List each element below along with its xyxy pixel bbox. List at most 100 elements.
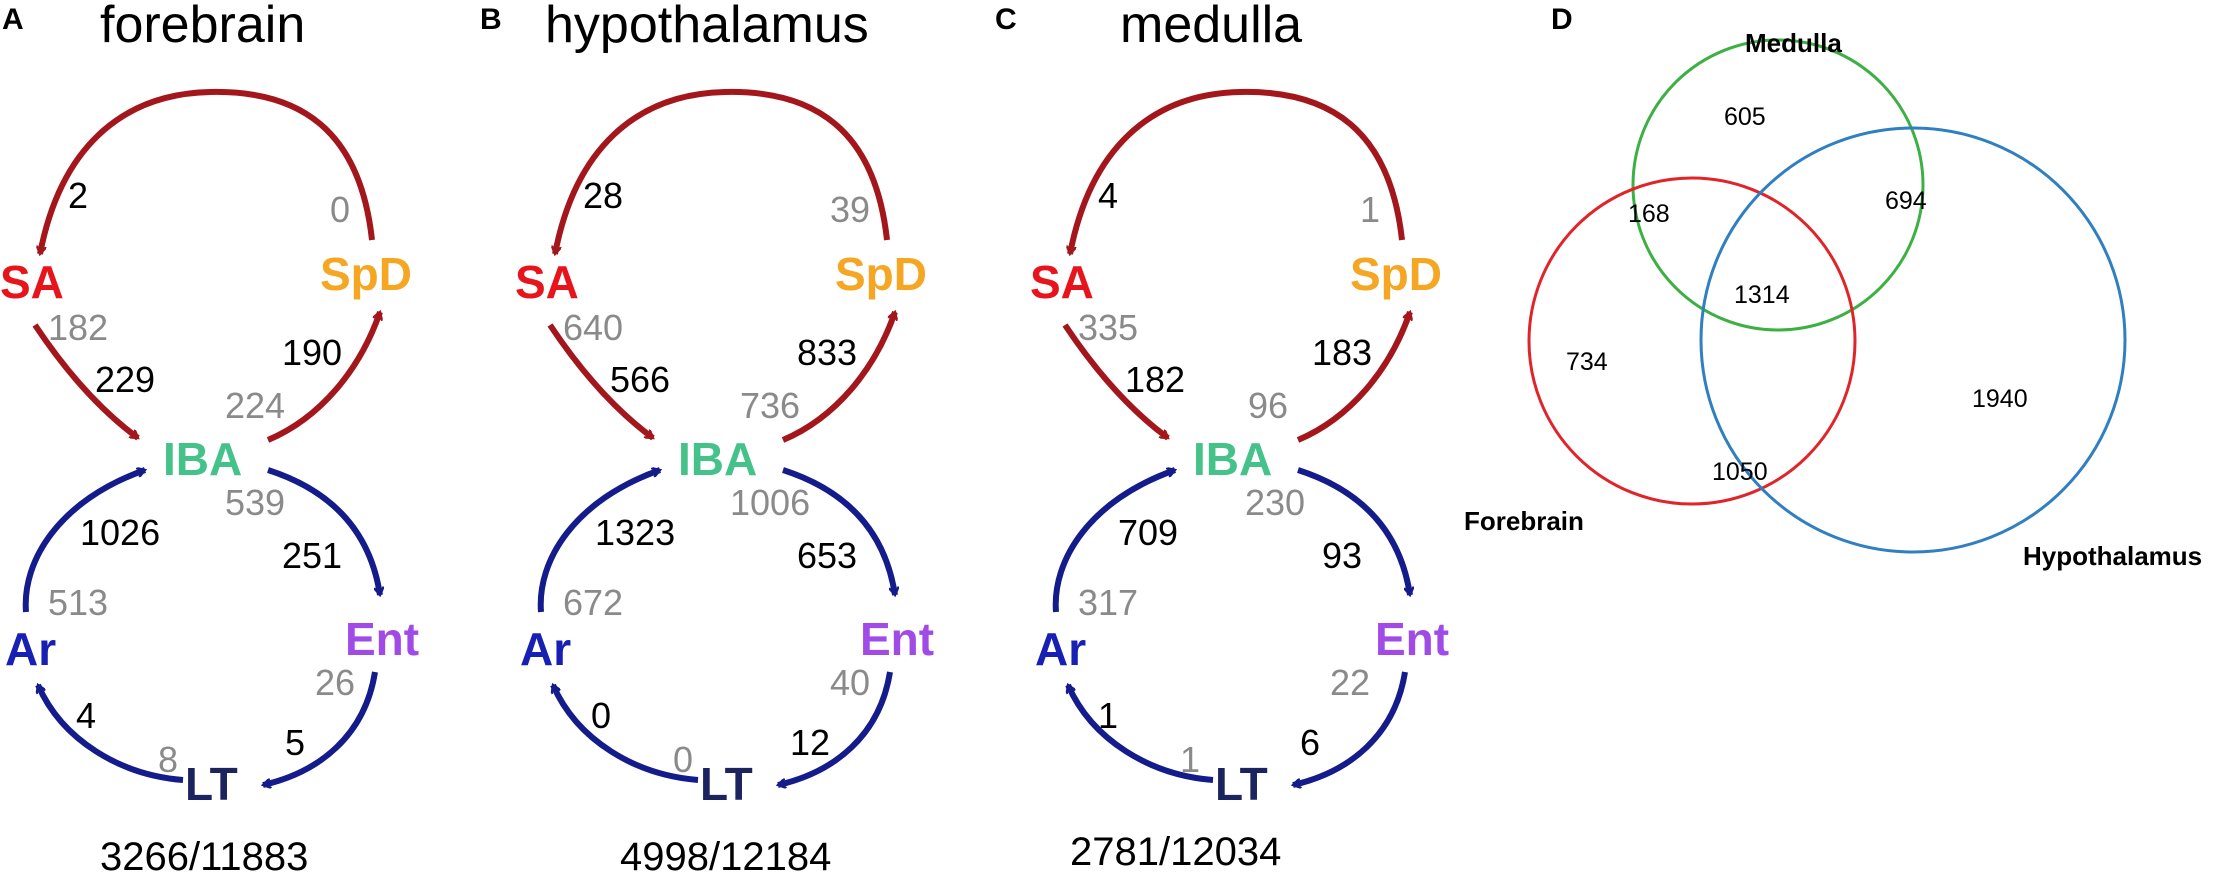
panel-label: A: [2, 3, 24, 36]
count-ent-lt-black: 5: [285, 722, 305, 763]
node-ar: Ar: [520, 623, 571, 675]
node-lt: LT: [700, 758, 753, 810]
node-sa: SA: [0, 256, 64, 308]
total-ratio: 4998/12184: [620, 835, 831, 879]
node-spd: SpD: [320, 248, 412, 300]
arrow-iba-to-spd: [781, 312, 895, 443]
arrow-iba-to-ent: [267, 467, 380, 595]
count-iba-spd-grey: 736: [740, 385, 800, 426]
arrow-iba-to-ent: [782, 467, 895, 595]
node-sa: SA: [515, 256, 579, 308]
arrow-ar-to-iba: [1052, 470, 1175, 613]
panel-venn: D Medulla Forebrain Hypothalamus 605 168…: [1464, 3, 2202, 571]
count-iba-spd-grey: 96: [1248, 385, 1288, 426]
count-lt-ar-black: 4: [76, 695, 96, 736]
count-ent-lt-black: 6: [1300, 722, 1320, 763]
node-ent: Ent: [1375, 613, 1449, 665]
count-lt-ar-grey: 1: [1180, 739, 1200, 780]
count-ent-lt-grey: 40: [830, 662, 870, 703]
count-iba-ent-black: 93: [1322, 535, 1362, 576]
node-iba: IBA: [1193, 433, 1272, 485]
venn-label-forebrain: Forebrain: [1464, 506, 1584, 536]
venn-count-medulla-hypothalamus: 694: [1885, 187, 1927, 215]
arrow-spd-to-sa: [1070, 88, 1405, 254]
node-ar: Ar: [1035, 623, 1086, 675]
panel-label: B: [480, 3, 502, 36]
venn-circle-hypothalamus: [1699, 126, 2127, 554]
count-spd-sa-grey: 39: [830, 189, 870, 230]
venn-circle-medulla: [1631, 38, 1925, 332]
venn-count-forebrain-hypothalamus: 1050: [1712, 458, 1768, 486]
node-ent: Ent: [345, 613, 419, 665]
count-ent-lt-black: 12: [790, 722, 830, 763]
count-iba-ent-grey: 539: [225, 482, 285, 523]
count-iba-spd-grey: 224: [225, 385, 285, 426]
venn-count-all-three: 1314: [1734, 281, 1790, 309]
panel-title: hypothalamus: [545, 0, 869, 54]
count-spd-sa-grey: 1: [1360, 189, 1380, 230]
count-iba-ent-grey: 1006: [730, 482, 810, 523]
count-lt-ar-grey: 0: [673, 739, 693, 780]
count-iba-spd-black: 190: [282, 332, 342, 373]
count-sa-iba-black: 229: [95, 359, 155, 400]
node-spd: SpD: [1350, 248, 1442, 300]
node-iba: IBA: [163, 433, 242, 485]
count-sa-iba-black: 182: [1125, 359, 1185, 400]
venn-circle-forebrain: [1527, 176, 1857, 506]
node-sa: SA: [1030, 256, 1094, 308]
count-ent-lt-grey: 22: [1330, 662, 1370, 703]
arrow-spd-to-sa: [40, 88, 375, 254]
count-iba-spd-black: 183: [1312, 332, 1372, 373]
panel-title: forebrain: [100, 0, 305, 54]
count-ar-iba-black: 1026: [80, 512, 160, 553]
arrow-spd-to-sa: [555, 88, 890, 254]
arrow-iba-to-ent: [1297, 467, 1410, 595]
panel-label: C: [995, 3, 1017, 36]
count-iba-ent-black: 653: [797, 535, 857, 576]
node-spd: SpD: [835, 248, 927, 300]
arrow-lt-to-ar: [550, 685, 699, 783]
count-iba-ent-black: 251: [282, 535, 342, 576]
arrow-ent-to-lt: [263, 671, 378, 785]
venn-label-hypothalamus: Hypothalamus: [2023, 541, 2202, 571]
arrow-sa-to-iba: [32, 323, 138, 441]
venn-count-forebrain-medulla: 168: [1628, 200, 1670, 228]
venn-count-forebrain-only: 734: [1566, 348, 1608, 376]
count-lt-ar-black: 0: [591, 695, 611, 736]
arrow-sa-to-iba: [1062, 323, 1168, 441]
node-ar: Ar: [5, 623, 56, 675]
total-ratio: 3266/11883: [100, 835, 308, 879]
count-sa-iba-grey: 182: [48, 307, 108, 348]
arrow-ent-to-lt: [1293, 671, 1408, 785]
panel-hypothalamus: B hypothalamus SA SpD IBA Ent Ar LT 28 3…: [480, 0, 934, 879]
count-iba-spd-black: 833: [797, 332, 857, 373]
count-sa-iba-grey: 640: [563, 307, 623, 348]
venn-count-hypothalamus-only: 1940: [1972, 385, 2028, 413]
node-lt: LT: [185, 758, 238, 810]
venn-count-medulla-only: 605: [1724, 103, 1766, 131]
node-lt: LT: [1215, 758, 1268, 810]
count-spd-sa-black: 4: [1098, 175, 1118, 216]
arrow-sa-to-iba: [547, 323, 653, 441]
arrow-iba-to-spd: [1296, 312, 1410, 443]
count-ent-lt-grey: 26: [315, 662, 355, 703]
count-ar-iba-black: 709: [1118, 512, 1178, 553]
arrow-iba-to-spd: [266, 312, 380, 443]
count-ar-iba-grey: 672: [563, 582, 623, 623]
count-ar-iba-grey: 317: [1078, 582, 1138, 623]
count-lt-ar-grey: 8: [158, 739, 178, 780]
count-ar-iba-grey: 513: [48, 582, 108, 623]
count-sa-iba-black: 566: [610, 359, 670, 400]
count-sa-iba-grey: 335: [1078, 307, 1138, 348]
total-ratio: 2781/12034: [1070, 830, 1281, 874]
count-spd-sa-grey: 0: [330, 189, 350, 230]
panel-forebrain: A forebrain SA SpD IBA Ent Ar LT 2 0 182…: [0, 0, 419, 879]
venn-label-medulla: Medulla: [1745, 28, 1842, 58]
count-spd-sa-black: 2: [68, 175, 88, 216]
count-iba-ent-grey: 230: [1245, 482, 1305, 523]
node-ent: Ent: [860, 613, 934, 665]
count-ar-iba-black: 1323: [595, 512, 675, 553]
arrow-lt-to-ar: [1065, 685, 1214, 783]
panel-title: medulla: [1120, 0, 1302, 54]
